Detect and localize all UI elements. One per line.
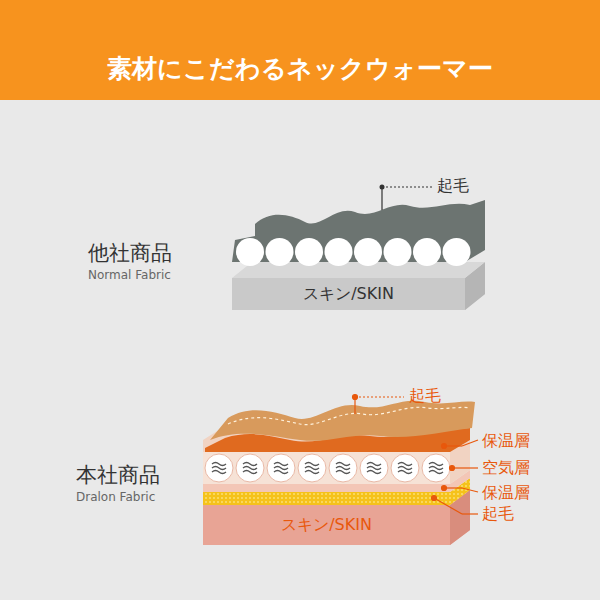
fabric-name: Dralon Fabric <box>76 490 155 504</box>
pile-layer <box>210 401 475 441</box>
layer-label: 保温層 <box>482 483 530 502</box>
skin-slab <box>232 262 485 310</box>
skin-band: スキン/SKIN <box>232 278 465 310</box>
layer-label: 保温層 <box>482 431 530 450</box>
layer-label: 起毛 <box>482 504 514 523</box>
layer-label: 起毛 <box>409 386 441 405</box>
leader-lines <box>353 395 479 515</box>
layer-label: 起毛 <box>437 176 469 195</box>
skin-text: スキン/SKIN <box>303 284 394 305</box>
title-text: 素材にこだわるネックウォーマー <box>0 52 600 85</box>
fiber-row <box>236 238 471 266</box>
title-bar <box>0 0 600 100</box>
skin-text: スキン/SKIN <box>281 515 372 536</box>
fabric-name: Normal Fabric <box>88 268 171 282</box>
product-label: 本社商品 <box>76 463 160 488</box>
product-label: 他社商品 <box>88 241 172 266</box>
skin-band: スキン/SKIN <box>203 505 450 545</box>
layer-label: 空気層 <box>482 458 530 477</box>
air-fiber-row <box>205 454 450 482</box>
skin-top <box>232 262 485 278</box>
